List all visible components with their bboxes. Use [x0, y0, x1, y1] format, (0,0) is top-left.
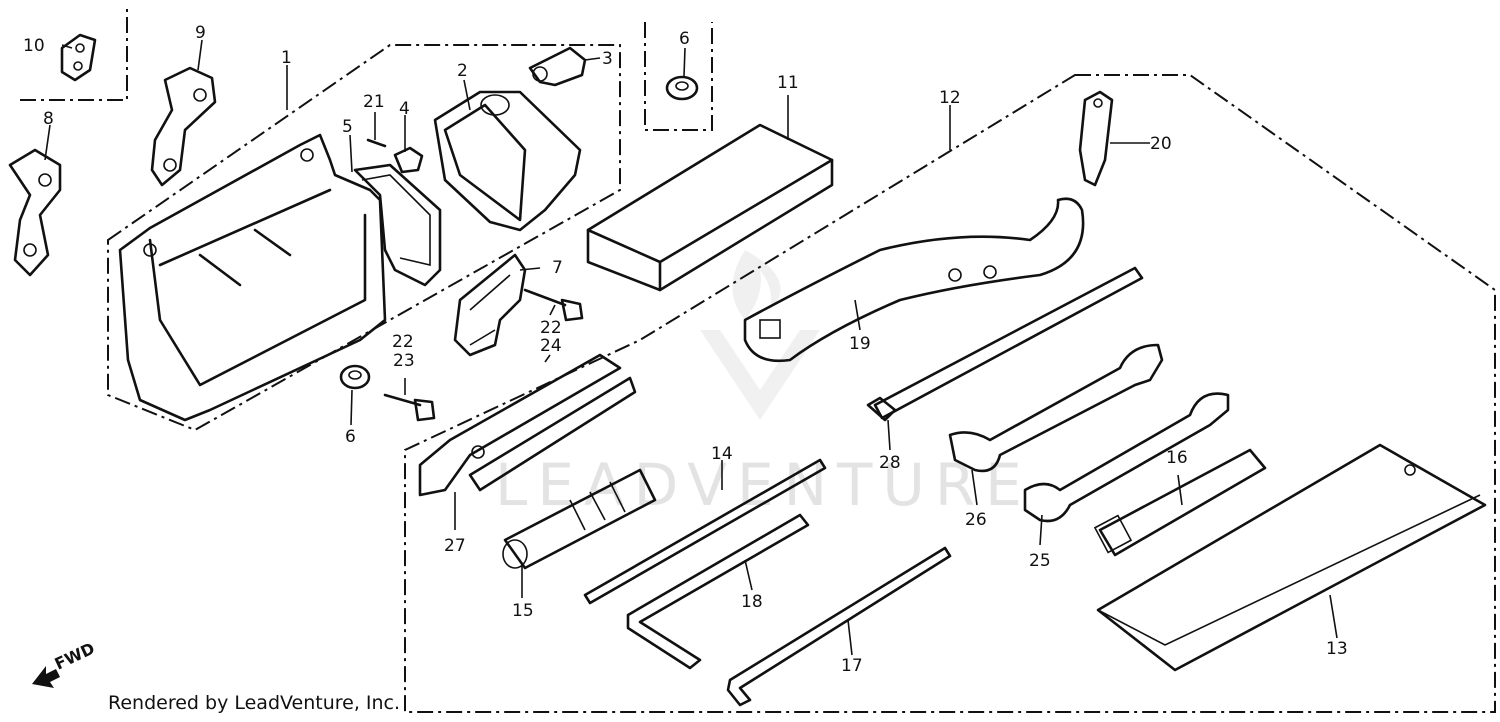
part-26-wrench [948, 343, 1164, 473]
part-28-wrench [866, 266, 1144, 422]
part-3-lock [528, 46, 587, 87]
render-credit: Rendered by LeadVenture, Inc. [108, 692, 401, 714]
callout-18: 18 [741, 592, 763, 612]
part-22-bolt-upper [523, 288, 584, 322]
part-6-collar-lower [339, 364, 371, 390]
callout-9: 9 [195, 23, 206, 43]
part-21-pin [366, 138, 387, 148]
fwd-label: FWD [52, 640, 98, 674]
part-13-tool-bag [1096, 443, 1487, 672]
callout-24: 24 [540, 336, 562, 356]
part-1-tool-box [118, 133, 387, 422]
part-9-stay [150, 66, 217, 187]
forward-arrow-icon [32, 666, 60, 688]
callout-7: 7 [552, 258, 563, 278]
group-outline-part10 [20, 5, 128, 101]
part-2-tool-box-lid [433, 90, 582, 232]
group-outline-toolbox [107, 44, 621, 432]
callout-15: 15 [512, 601, 534, 621]
part-6-collar [665, 75, 699, 101]
callout-6-top: 6 [679, 29, 690, 49]
callout-21: 21 [363, 92, 385, 112]
callout-27: 27 [444, 536, 466, 556]
part-25-wrench [1023, 392, 1230, 523]
forward-direction-indicator: FWD [32, 640, 98, 688]
callout-4: 4 [399, 99, 410, 119]
callout-8: 8 [43, 109, 54, 129]
callout-3: 3 [602, 49, 613, 69]
part-17-hex-wrench [726, 546, 952, 707]
callout-26: 26 [965, 510, 987, 530]
callout-17: 17 [841, 656, 863, 676]
callout-19: 19 [849, 334, 871, 354]
part-11-tool-pad [586, 123, 834, 292]
part-18-hex-wrench [626, 513, 810, 670]
part-10-bracket [60, 33, 97, 82]
callout-20: 20 [1150, 134, 1172, 154]
watermark-logo [700, 250, 820, 420]
part-19-pin-spanner [743, 197, 1085, 363]
callout-22-lower: 22 [392, 332, 414, 352]
callout-10: 10 [23, 36, 45, 56]
callout-16: 16 [1166, 448, 1188, 468]
callout-28: 28 [879, 453, 901, 473]
callout-6-bottom: 6 [345, 427, 356, 447]
part-7-bracket [453, 253, 527, 357]
callout-1: 1 [281, 48, 292, 68]
callout-5: 5 [342, 117, 353, 137]
callout-13: 13 [1326, 639, 1348, 659]
part-5-gasket [353, 163, 442, 287]
part-27-pliers [418, 353, 637, 497]
part-8-stay [8, 148, 62, 277]
callout-25: 25 [1029, 551, 1051, 571]
part-20-spark-plug-wrench-pin [1078, 90, 1114, 187]
part-4-grommet [393, 146, 424, 174]
part-16-plug-wrench [1093, 448, 1267, 557]
callout-12: 12 [939, 88, 961, 108]
callout-14: 14 [711, 444, 733, 464]
watermark-text: LEADVENTURE [495, 451, 1032, 519]
callout-11: 11 [777, 73, 799, 93]
part-15-screwdriver-grip [502, 468, 657, 570]
group-outline-tools [404, 74, 1496, 713]
part-23-bolt [383, 393, 436, 422]
leader-lines [44, 39, 1338, 656]
part-14-screwdriver [583, 458, 827, 605]
callout-22-upper: 22 [540, 318, 562, 338]
callout-2: 2 [457, 61, 468, 81]
callout-23: 23 [393, 351, 415, 371]
